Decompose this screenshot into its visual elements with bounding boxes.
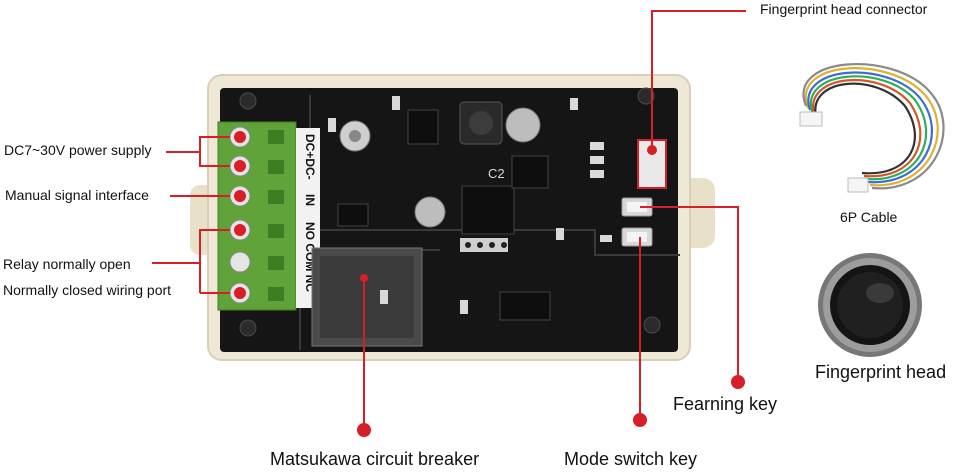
leader-lines	[152, 10, 746, 430]
cable-connector	[799, 111, 823, 127]
mount-hole	[643, 316, 661, 334]
mcu-chip	[461, 185, 515, 235]
terminal-text-top: DC+DC-	[303, 134, 317, 180]
label-cable: 6P Cable	[840, 209, 898, 225]
terminal-block	[217, 121, 297, 311]
cable-connector	[847, 177, 869, 193]
label-manual-signal: Manual signal interface	[5, 187, 149, 203]
smd-components	[328, 96, 612, 314]
label-relay-open: Relay normally open	[3, 256, 131, 272]
label-learning-key: Fearning key	[673, 394, 778, 414]
chip-label-c2: C2	[488, 166, 505, 181]
label-power-supply: DC7~30V power supply	[4, 142, 152, 158]
label-relay-closed: Normally closed wiring port	[3, 282, 172, 298]
capacitor	[505, 107, 541, 143]
capacitor	[414, 196, 446, 228]
label-fingerprint-connector: Fingerprint head connector	[760, 1, 928, 17]
mount-hole	[239, 92, 257, 110]
terminal-screws	[229, 126, 284, 304]
six-pin-cable	[802, 63, 945, 190]
leader-dots	[234, 131, 745, 437]
ic-chip	[499, 291, 551, 321]
label-mode-switch: Mode switch key	[564, 449, 698, 469]
label-circuit-breaker: Matsukawa circuit breaker	[270, 449, 480, 469]
header-pins	[460, 238, 508, 252]
mount-hole	[239, 319, 257, 337]
mount-hole	[637, 87, 655, 105]
label-fingerprint-head: Fingerprint head	[815, 362, 947, 382]
terminal-text-in: IN	[303, 194, 317, 206]
regulator	[511, 155, 549, 189]
ic-chip	[407, 109, 439, 145]
